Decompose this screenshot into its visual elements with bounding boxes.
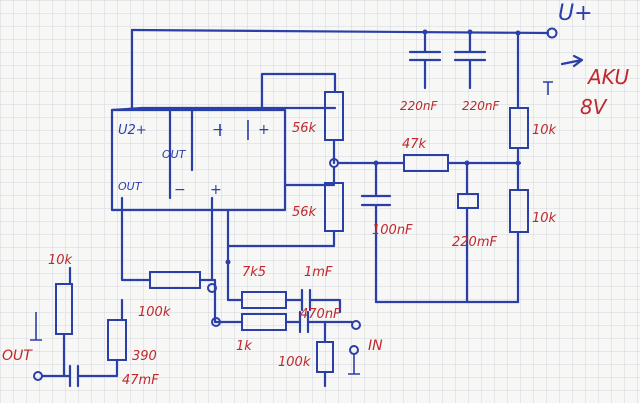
label-r-divider-bottom: 56k [292, 205, 317, 220]
opamp-out1-label: OUT [162, 148, 187, 161]
battery-arrow [543, 54, 584, 95]
series-resistor [403, 154, 522, 172]
label-r-series: 47k [402, 137, 427, 152]
label-r-out-series: 390 [132, 349, 157, 364]
label-r-out-pull: 10k [48, 253, 73, 268]
opamp-plus1: + [258, 122, 270, 138]
label-c-top-left: 220nF [400, 99, 439, 113]
filter-capacitor [360, 160, 392, 304]
feedback-network [120, 196, 361, 388]
opamp-minus1: − [212, 122, 224, 138]
electrolytic-capacitor [457, 160, 479, 304]
label-c-filter: 100nF [372, 223, 413, 238]
label-c-mid: 1mF [304, 265, 333, 280]
opamp-minus2: − [174, 182, 186, 198]
label-c-out: 47mF [122, 373, 159, 388]
opamp-out2-label: OUT [118, 180, 143, 193]
divider-network [226, 91, 406, 248]
label-r-right-bottom: 10k [532, 211, 557, 226]
supply-label: U+ [558, 1, 593, 26]
label-c-in: 470nF [300, 307, 341, 322]
label-r-in: 100k [278, 355, 311, 370]
output-terminal[interactable] [33, 371, 43, 381]
battery-label: AKU [586, 65, 629, 89]
right-resistors [509, 31, 529, 304]
opamp-plus2: + [210, 182, 222, 198]
battery-voltage-label: 8V [580, 95, 608, 119]
label-c-top-right: 220nF [462, 99, 501, 113]
out-connector-label: OUT [2, 348, 33, 364]
in-connector-label: IN [368, 338, 383, 354]
label-r-mid: 7k5 [242, 265, 266, 280]
label-c-electrolytic: 220mF [452, 235, 497, 250]
supply-rail [130, 27, 558, 110]
label-r-feedback: 100k [138, 305, 171, 320]
label-r-divider-top: 56k [292, 121, 317, 136]
supply-terminal[interactable] [546, 27, 558, 39]
label-r-gain: 1k [236, 339, 252, 354]
opamp-block [110, 72, 337, 212]
opamp-supply-label: U2+ [118, 123, 147, 138]
input-terminal[interactable] [351, 320, 361, 330]
label-r-right-top: 10k [532, 123, 557, 138]
output-network [30, 266, 127, 388]
